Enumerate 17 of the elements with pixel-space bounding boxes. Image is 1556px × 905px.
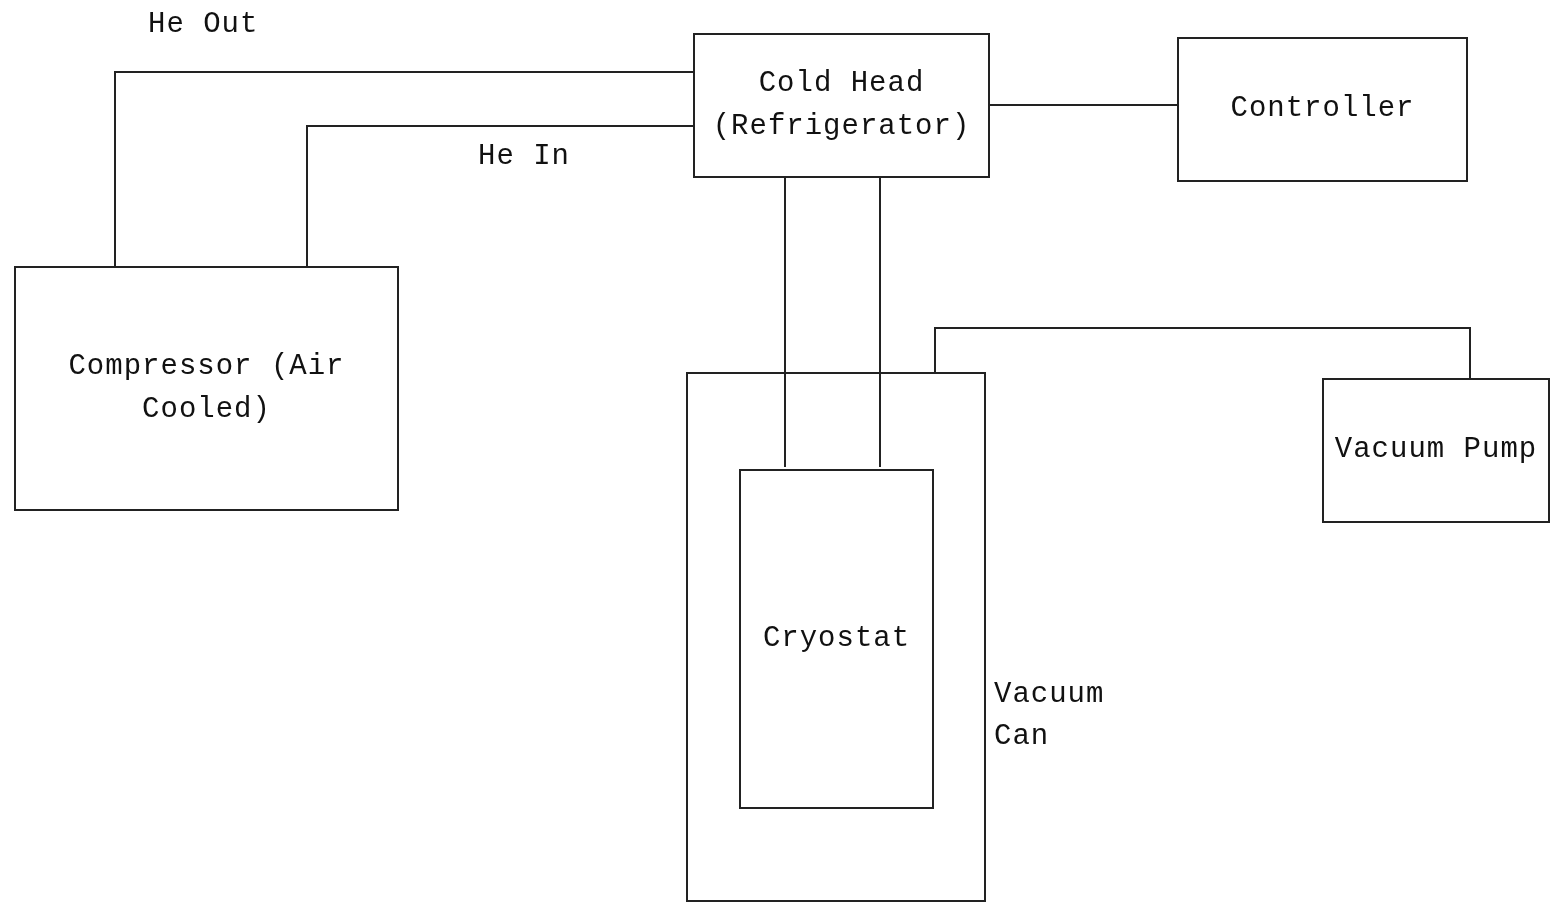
box-label: Cold Head (Refrigerator) <box>711 66 972 145</box>
connector-line <box>114 71 694 267</box>
connector-line <box>879 177 881 468</box>
box-label: Vacuum Pump <box>1334 432 1538 469</box>
compressor-box <box>14 266 399 511</box>
connector-line <box>989 104 1178 106</box>
vacuum-pump-box <box>1322 378 1550 523</box>
container-label: Vacuum Can <box>994 677 1106 756</box>
connector-line <box>934 327 1471 379</box>
connector-line <box>784 177 786 468</box>
box-label: Controller <box>1230 91 1415 128</box>
controller-box <box>1177 37 1468 182</box>
cryostat-box <box>739 469 934 809</box>
cold-head-box <box>693 33 990 178</box>
connector-line <box>306 125 694 267</box>
box-label: Cryostat <box>762 620 911 657</box>
box-label: Compressor (Air Cooled) <box>67 349 346 428</box>
